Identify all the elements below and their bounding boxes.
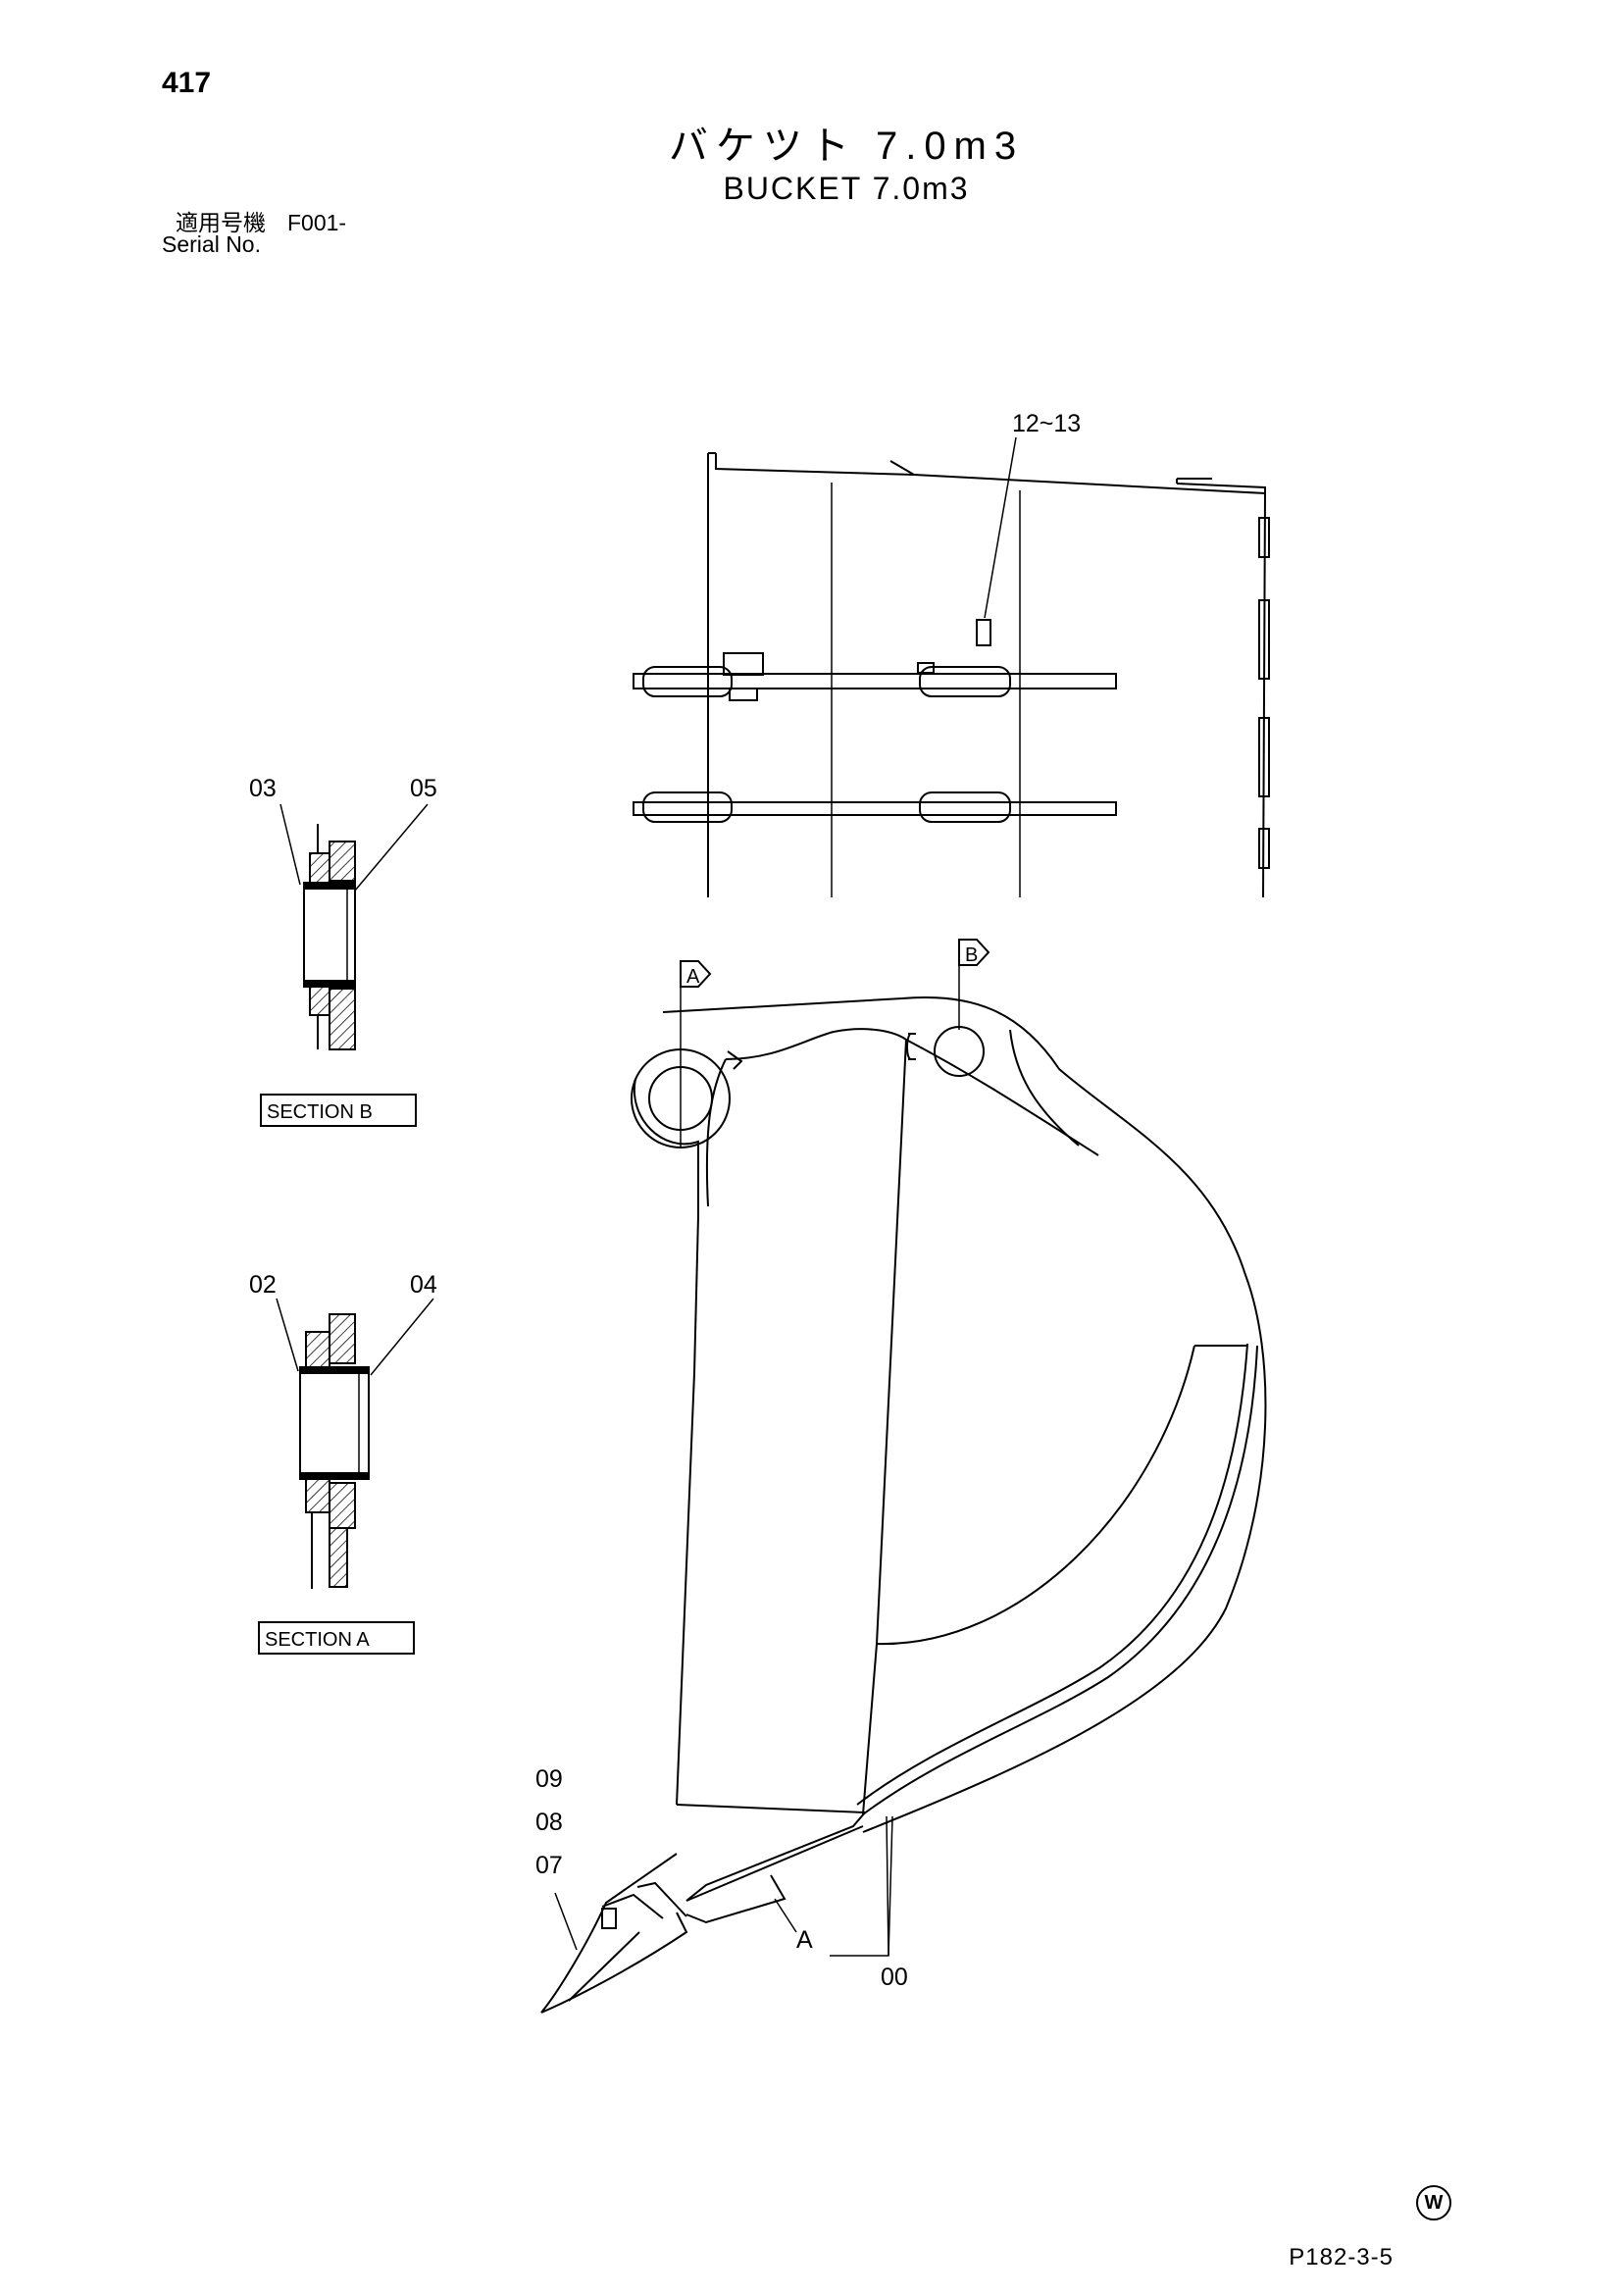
callout-04: 04 <box>410 1271 437 1299</box>
serial-info: 適用号機 F001- Serial No. <box>162 210 347 257</box>
callout-02: 02 <box>249 1271 277 1299</box>
section-markers <box>680 939 990 1148</box>
section-a-detail <box>276 1298 434 1589</box>
section-b-detail <box>279 803 429 1050</box>
callout-07: 07 <box>535 1852 563 1879</box>
side-view <box>540 995 1267 2014</box>
section-a-label: SECTION A <box>265 1629 370 1651</box>
w-mark: W <box>1416 2185 1451 2220</box>
section-arrow-a: A <box>686 966 700 988</box>
top-view <box>633 436 1270 898</box>
serial-value: F001- <box>287 210 347 235</box>
section-b-label: SECTION B <box>267 1101 373 1123</box>
callout-05: 05 <box>410 775 437 802</box>
callout-08: 08 <box>535 1809 563 1836</box>
section-arrow-b: B <box>965 944 978 966</box>
title-japanese: バケツト 7.0m3 <box>668 125 1025 168</box>
callout-09: 09 <box>535 1765 563 1793</box>
section-a-frame <box>258 1621 415 1655</box>
callout-00: 00 <box>881 1964 908 1991</box>
callout-12-13: 12~13 <box>1012 410 1081 437</box>
callout-a-edge: A <box>796 1926 813 1954</box>
callout-03: 03 <box>249 775 277 802</box>
page-number: 417 <box>162 67 212 99</box>
title-english: BUCKET 7.0m3 <box>723 171 970 206</box>
section-b-frame <box>260 1094 417 1127</box>
reference-code: P182-3-5 <box>1289 2244 1394 2270</box>
serial-label-ja: 適用号機 <box>176 210 266 235</box>
leader-lines <box>554 1815 893 1957</box>
serial-label-en: Serial No. <box>162 231 261 257</box>
